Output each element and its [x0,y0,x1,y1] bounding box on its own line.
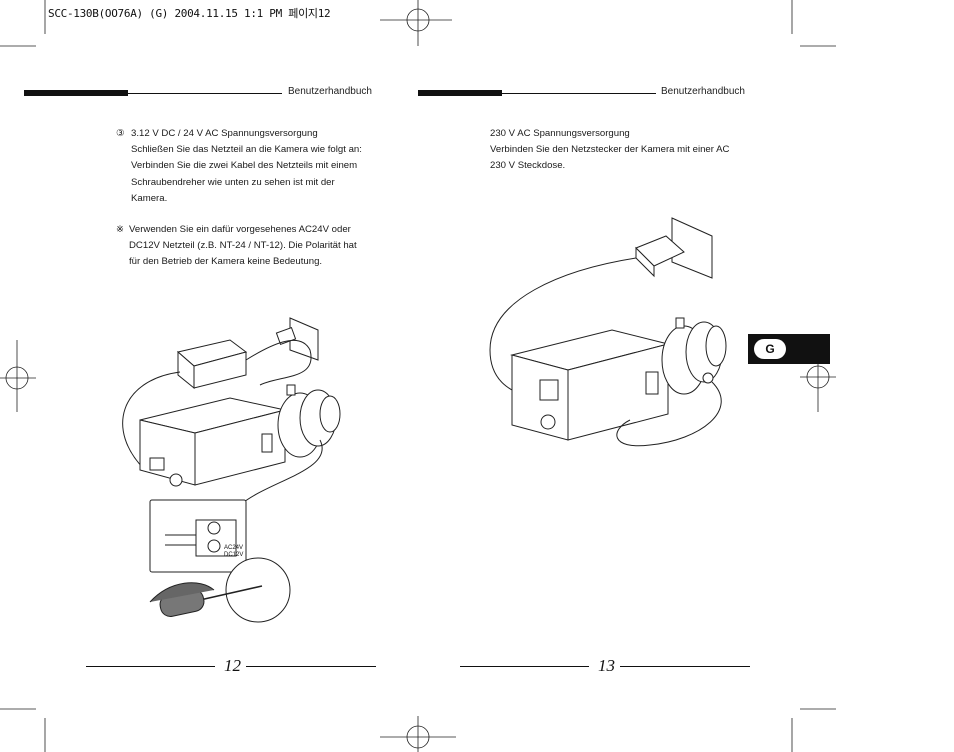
note-line: DC12V Netzteil (z.B. NT-24 / NT-12). Die… [129,240,357,252]
step-line: Verbinden Sie die zwei Kabel des Netztei… [131,160,358,172]
body-line: Verbinden Sie den Netzstecker der Kamera… [490,144,730,156]
left-header-title: Benutzerhandbuch [288,86,372,97]
left-page-number: 12 [224,656,241,675]
right-body-text: 230 V AC Spannungsversorgung Verbinden S… [490,126,770,175]
note-line: Verwenden Sie ein dafür vorgesehenes AC2… [129,224,351,235]
step-line: 3.12 V DC / 24 V AC Spannungsversorgung [131,128,318,139]
left-note-text: Verwenden Sie ein dafür vorgesehenes AC2… [129,222,379,271]
language-tab: G [748,334,830,364]
language-tab-letter: G [754,339,786,359]
right-header-title: Benutzerhandbuch [661,86,745,97]
left-footer-rule-left [86,666,215,667]
step-line: Schließen Sie das Netzteil an die Kamera… [131,144,362,156]
right-footer-rule-right [620,666,750,667]
left-footer-rule-right [246,666,376,667]
terminal-labels: AC24V DC12V [224,545,243,559]
terminal-label: DC12V [224,552,244,558]
right-header-rule [502,93,656,94]
right-footer-rule-left [460,666,589,667]
right-page-number: 13 [598,656,615,675]
left-step-text: 3.12 V DC / 24 V AC Spannungsversorgung … [131,126,381,207]
print-slug: SCC-130B(OO76A) (G) 2004.11.15 1:1 PM 페이… [48,7,331,20]
note-line: für den Betrieb der Kamera keine Bedeutu… [129,256,323,268]
left-step-marker: ③ [116,128,125,139]
body-line: 230 V Steckdose. [490,160,566,172]
left-header-bar [24,90,128,96]
terminal-label: AC24V [224,545,244,551]
left-note-marker: ※ [116,224,125,235]
body-line: 230 V AC Spannungsversorgung [490,128,630,139]
left-header-rule [128,93,282,94]
step-line: Kamera. [131,192,168,204]
right-header-bar [418,90,502,96]
step-line: Schraubendreher wie unten zu sehen ist m… [131,176,335,188]
